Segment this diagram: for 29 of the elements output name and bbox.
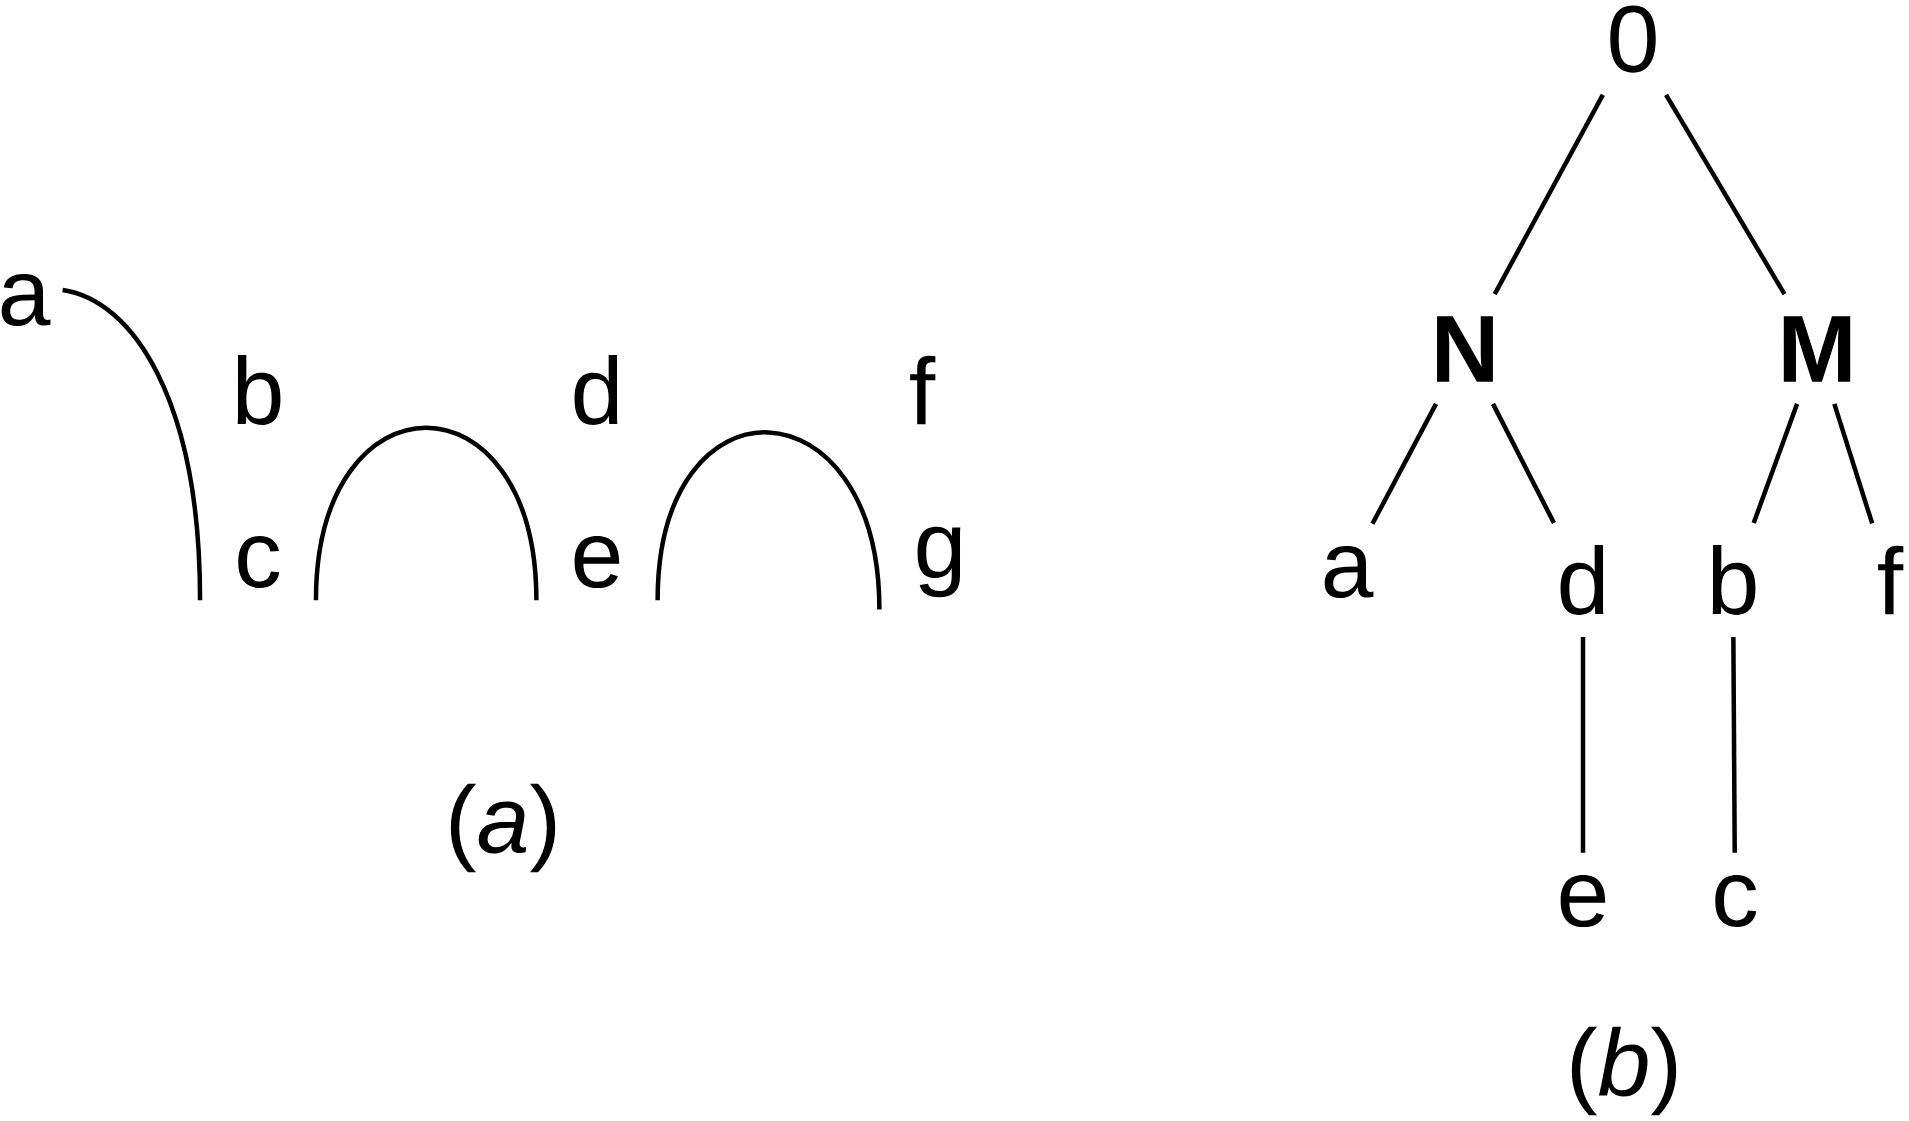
tree-node-label: M — [1783, 316, 1851, 382]
letter-label: d — [574, 355, 618, 425]
arc — [313, 425, 539, 601]
tree-edge — [1492, 93, 1605, 296]
arc — [62, 287, 203, 601]
tree-node-label: c — [1715, 875, 1757, 927]
letter-label: g — [917, 526, 961, 598]
panel-caption: (a) — [450, 783, 556, 873]
tree-edge — [1731, 637, 1737, 853]
letter-label: a — [1, 274, 51, 326]
letter-label: c — [238, 536, 280, 588]
tree-node-label: d — [1560, 545, 1604, 615]
panel-caption: (b) — [1571, 1026, 1677, 1116]
tree-edge — [1664, 93, 1787, 296]
tree-edge — [1751, 403, 1800, 524]
tree-node-label: b — [1712, 545, 1756, 615]
tree-node-label: N — [1437, 316, 1493, 382]
tree-edge — [1491, 402, 1556, 524]
letter-label: e — [574, 536, 620, 588]
letter-label: f — [910, 355, 936, 425]
tree-node-label: f — [1878, 545, 1904, 615]
tree-node-label: a — [1324, 546, 1374, 598]
letter-label: b — [237, 355, 281, 425]
tree-edge — [1370, 402, 1438, 525]
tree-edge — [1832, 403, 1875, 525]
tree-edge — [1580, 637, 1586, 853]
tree-node-label: e — [1560, 875, 1606, 927]
tree-node-label: 0 — [1610, 5, 1656, 73]
arc — [655, 430, 882, 610]
